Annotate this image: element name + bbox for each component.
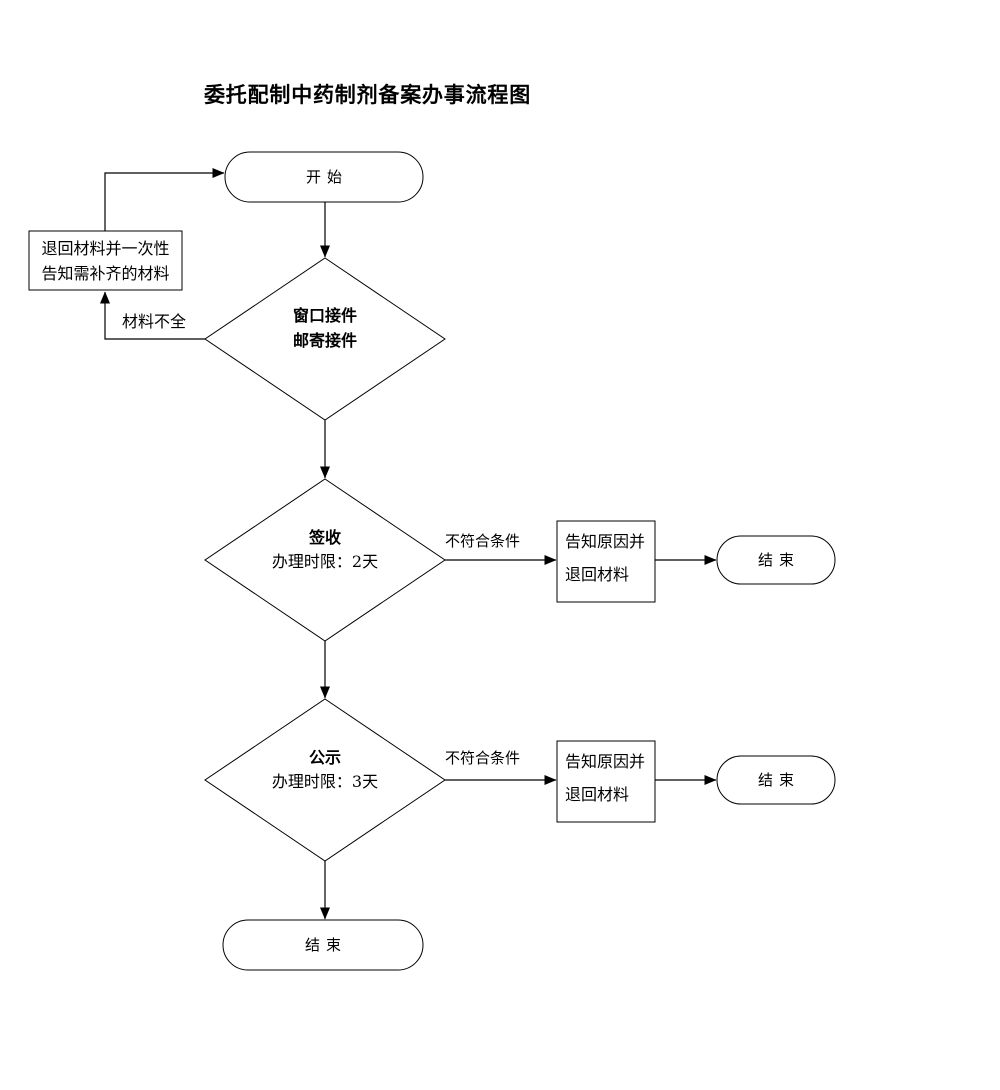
- page-title: 委托配制中药制剂备案办事流程图: [204, 82, 531, 107]
- notify-2-line-1: 告知原因并: [565, 752, 646, 771]
- publicity-decision-label: 公示 办理时限：3天: [205, 746, 445, 794]
- sign-in-line-1: 签收: [308, 528, 341, 547]
- sign-in-decision-label: 签收 办理时限：2天: [205, 526, 445, 574]
- return-materials-line-1: 退回材料并一次性: [41, 239, 170, 258]
- return-materials-line-2: 告知需补齐的材料: [41, 264, 170, 283]
- edge-intake-to-return-materials: [100, 291, 205, 340]
- end-terminator-2-label: 结束: [757, 771, 800, 789]
- notify-return-box-1-shape: [556, 520, 656, 603]
- notify-return-box-2-shape: [556, 740, 656, 823]
- end-final-terminator-label: 结束: [304, 936, 347, 954]
- notify-2-line-2: 退回材料: [565, 785, 630, 804]
- end-terminator-2-shape: [716, 755, 836, 805]
- start-terminator-shape: [224, 151, 424, 203]
- end-final-terminator-shape: [222, 919, 424, 971]
- notify-1-line-1: 告知原因并: [565, 532, 646, 551]
- return-materials-box-shape: [28, 230, 183, 291]
- publicity-line-1: 公示: [308, 748, 341, 767]
- end-terminator-1-shape: [716, 535, 836, 585]
- publicity-line-2: 办理时限：3天: [271, 772, 379, 791]
- edge-label-materials-incomplete: 材料不全: [122, 312, 187, 331]
- notify-return-box-2-label: 告知原因并 退回材料: [565, 745, 645, 811]
- intake-line-2: 邮寄接件: [292, 331, 357, 350]
- return-materials-box-label: 退回材料并一次性 告知需补齐的材料: [29, 236, 182, 286]
- edge-label-not-meet-conditions-2: 不符合条件: [445, 749, 521, 767]
- notify-return-box-1-label: 告知原因并 退回材料: [565, 525, 645, 591]
- edge-label-not-meet-conditions-1: 不符合条件: [445, 532, 521, 550]
- sign-in-line-2: 办理时限：2天: [271, 552, 379, 571]
- intake-line-1: 窗口接件: [292, 306, 357, 325]
- notify-1-line-2: 退回材料: [565, 565, 630, 584]
- start-terminator-label: 开始: [305, 168, 348, 186]
- end-terminator-1-label: 结束: [757, 551, 800, 569]
- edge-return-materials-to-start: [104, 168, 225, 231]
- intake-decision-label: 窗口接件 邮寄接件: [205, 303, 445, 353]
